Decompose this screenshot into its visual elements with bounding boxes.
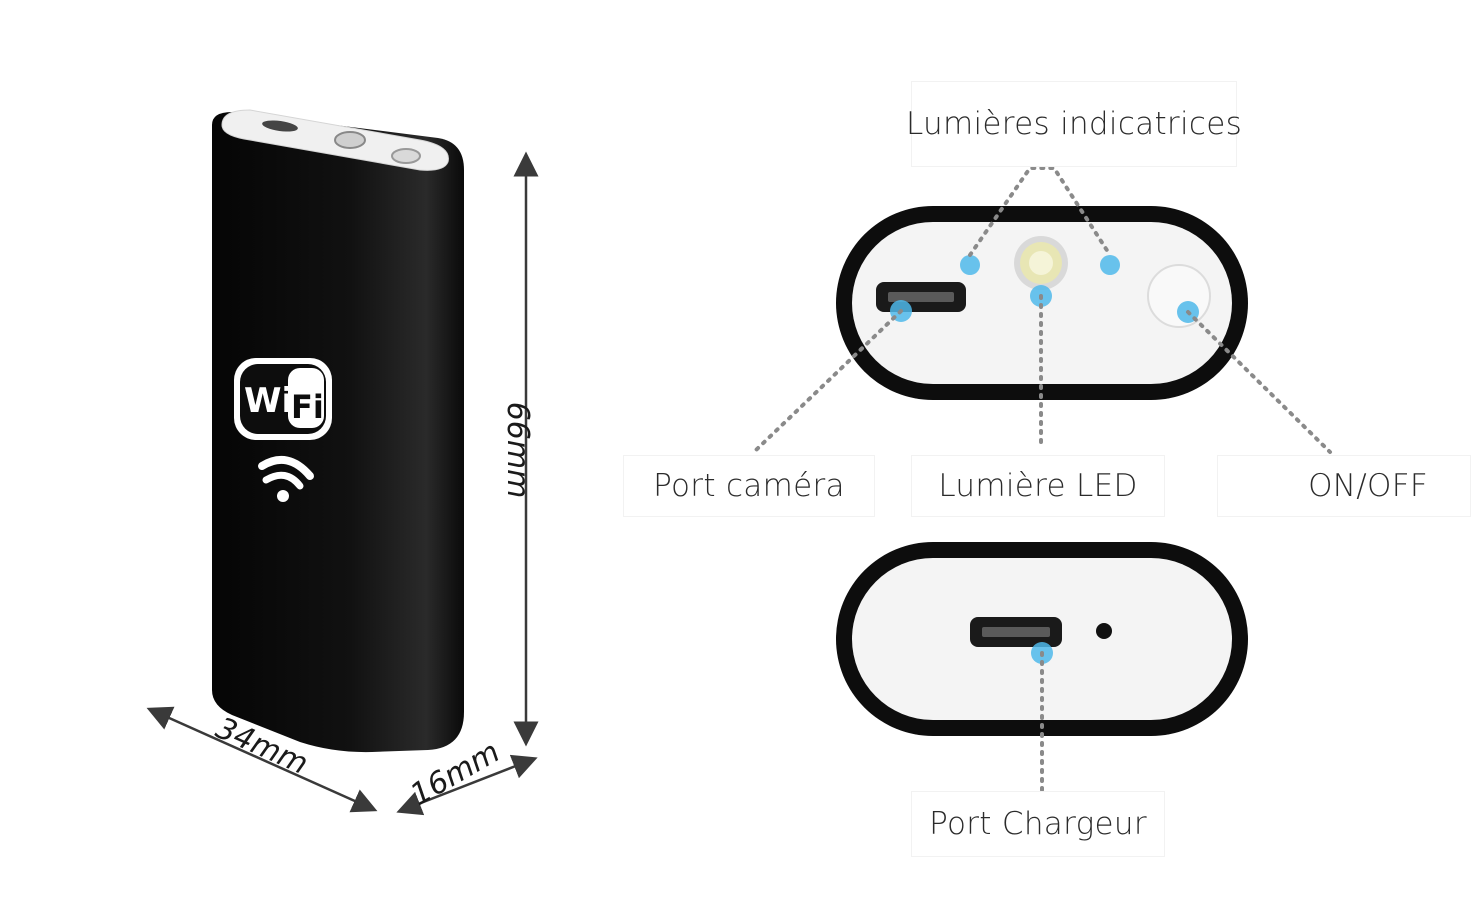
- label-camera-port: Port caméra: [624, 456, 874, 516]
- top-button-hole: [391, 148, 421, 164]
- device-3d-view: Wi Fi: [212, 109, 464, 753]
- label-charger-port: Port Chargeur: [912, 792, 1164, 856]
- front-face-view: [754, 166, 1332, 454]
- label-led-light: Lumière LED: [912, 456, 1164, 516]
- wifi-logo-fi: Fi: [291, 388, 324, 426]
- back-face-view: [836, 542, 1248, 792]
- top-usb-port: [262, 120, 298, 132]
- label-on-off: ON/OFF: [1218, 456, 1470, 516]
- top-led-hole: [334, 131, 366, 149]
- height-label: 66mm: [500, 402, 535, 499]
- wifi-logo: Wi Fi: [234, 358, 332, 440]
- label-indicator-lights: Lumières indicatrices: [906, 82, 1242, 166]
- wifi-logo-wi: Wi: [244, 381, 293, 421]
- device-body: [212, 112, 464, 753]
- reset-pinhole: [1096, 623, 1112, 639]
- indicator-dot-left: [960, 255, 980, 275]
- wifi-signal-icon: [258, 455, 314, 502]
- indicator-dot-right: [1100, 255, 1120, 275]
- dimension-height: 66mm: [500, 151, 539, 747]
- leader-lines-front: [754, 166, 1332, 454]
